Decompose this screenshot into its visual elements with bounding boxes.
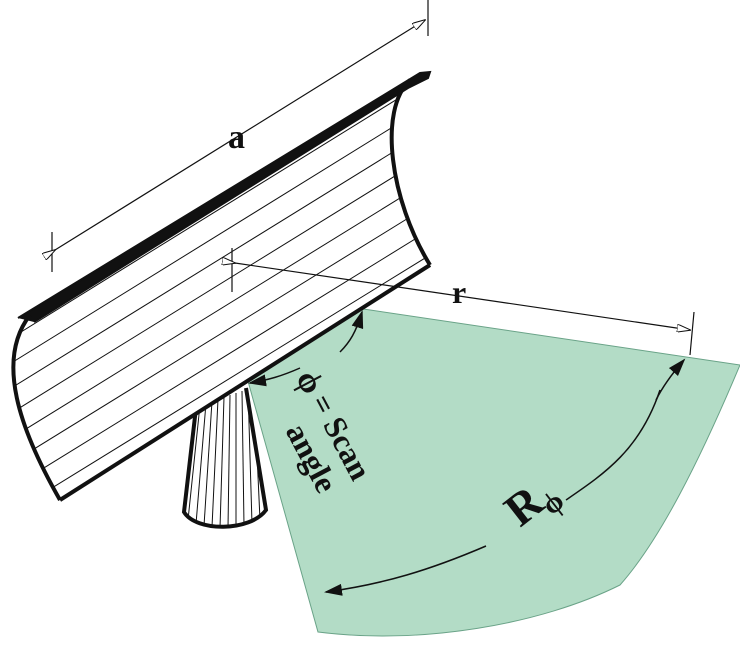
label-a: a — [228, 119, 245, 156]
dimension-a — [52, 0, 429, 272]
feed-horn — [181, 387, 269, 529]
scan-sector — [221, 287, 740, 637]
scan-angle-arc — [248, 310, 364, 387]
label-r: r — [452, 274, 466, 310]
r-phi-arc — [324, 358, 686, 596]
dimension-r — [232, 248, 695, 356]
